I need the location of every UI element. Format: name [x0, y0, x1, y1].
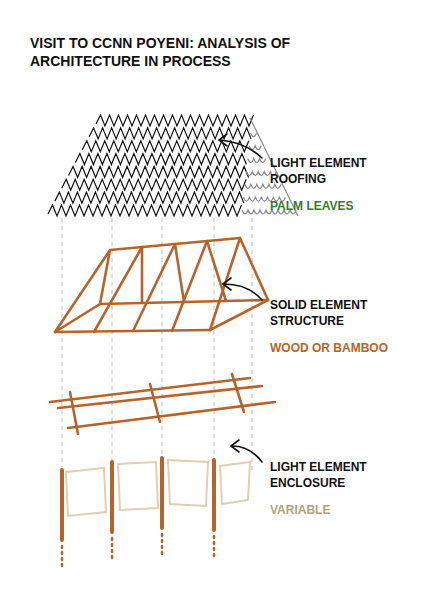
diagram-title: VISIT TO CCNN POYENI: ANALYSIS OF ARCHIT…: [30, 34, 300, 70]
palm-leaf-row: [48, 205, 242, 216]
palm-leaf-row: [69, 166, 249, 177]
palm-leaf-row: [82, 141, 249, 152]
guide-lines: [62, 218, 252, 470]
gable-leaf-row: [248, 159, 266, 163]
a-frame-structure: [55, 238, 268, 332]
part-label: LIGHT ELEMENT ROOFING: [270, 156, 394, 187]
palm-leaf-row: [62, 179, 246, 190]
material-label: PALM LEAVES: [270, 199, 394, 215]
palm-leaf-row: [96, 115, 254, 126]
leader-arrows: [219, 134, 262, 462]
palm-leaf-row: [55, 192, 244, 203]
material-label: WOOD OR BAMBOO: [270, 341, 394, 357]
roof-palm-leaves: [48, 115, 298, 216]
floor-frame: [50, 374, 275, 434]
gable-leaf-row: [251, 133, 257, 137]
part-label: SOLID ELEMENT STRUCTURE: [270, 298, 394, 329]
enclosure-panels: [62, 458, 250, 566]
palm-leaf-row: [75, 154, 246, 165]
material-label: VARIABLE: [270, 503, 394, 519]
part-label: LIGHT ELEMENT ENCLOSURE: [270, 460, 394, 491]
